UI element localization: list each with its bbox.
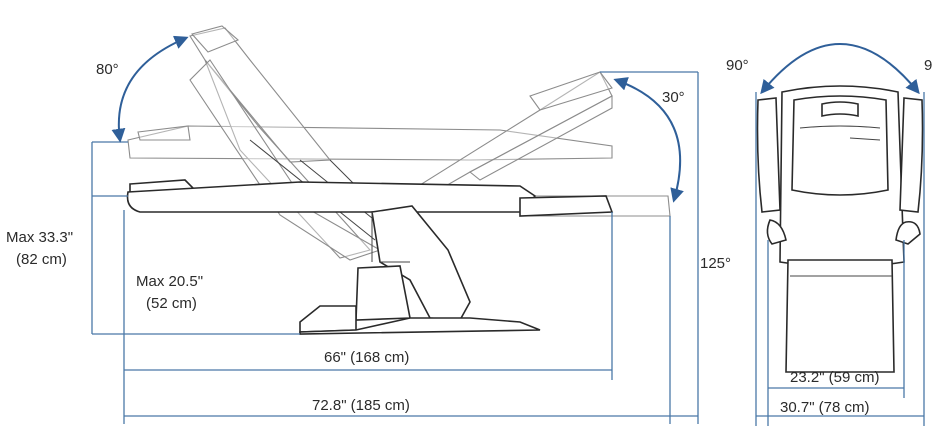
total-width-label: 30.7" (78 cm) bbox=[780, 399, 870, 416]
arm-left-angle-label: 90° bbox=[726, 57, 749, 74]
side-view-chair bbox=[126, 179, 614, 335]
arm-right-angle-label: 9 bbox=[924, 57, 932, 74]
recline-angle-label: 125° bbox=[700, 255, 731, 272]
seat-length-label: 66" (168 cm) bbox=[324, 349, 409, 366]
back-angle-label: 80° bbox=[96, 61, 119, 78]
max-height-metric-label: (82 cm) bbox=[16, 251, 67, 268]
side-view-dimension-lines bbox=[91, 71, 699, 424]
back-angle-arrow bbox=[111, 35, 189, 143]
leg-angle-label: 30° bbox=[662, 89, 685, 106]
leg-angle-arrow bbox=[613, 77, 684, 203]
min-height-label: Max 20.5" bbox=[136, 273, 203, 290]
total-length-label: 72.8" (185 cm) bbox=[312, 397, 410, 414]
min-height-metric-label: (52 cm) bbox=[146, 295, 197, 312]
seat-width-label: 23.2" (59 cm) bbox=[790, 369, 880, 386]
max-height-label: Max 33.3" bbox=[6, 229, 73, 246]
front-arm-angle-arrow bbox=[760, 43, 920, 95]
